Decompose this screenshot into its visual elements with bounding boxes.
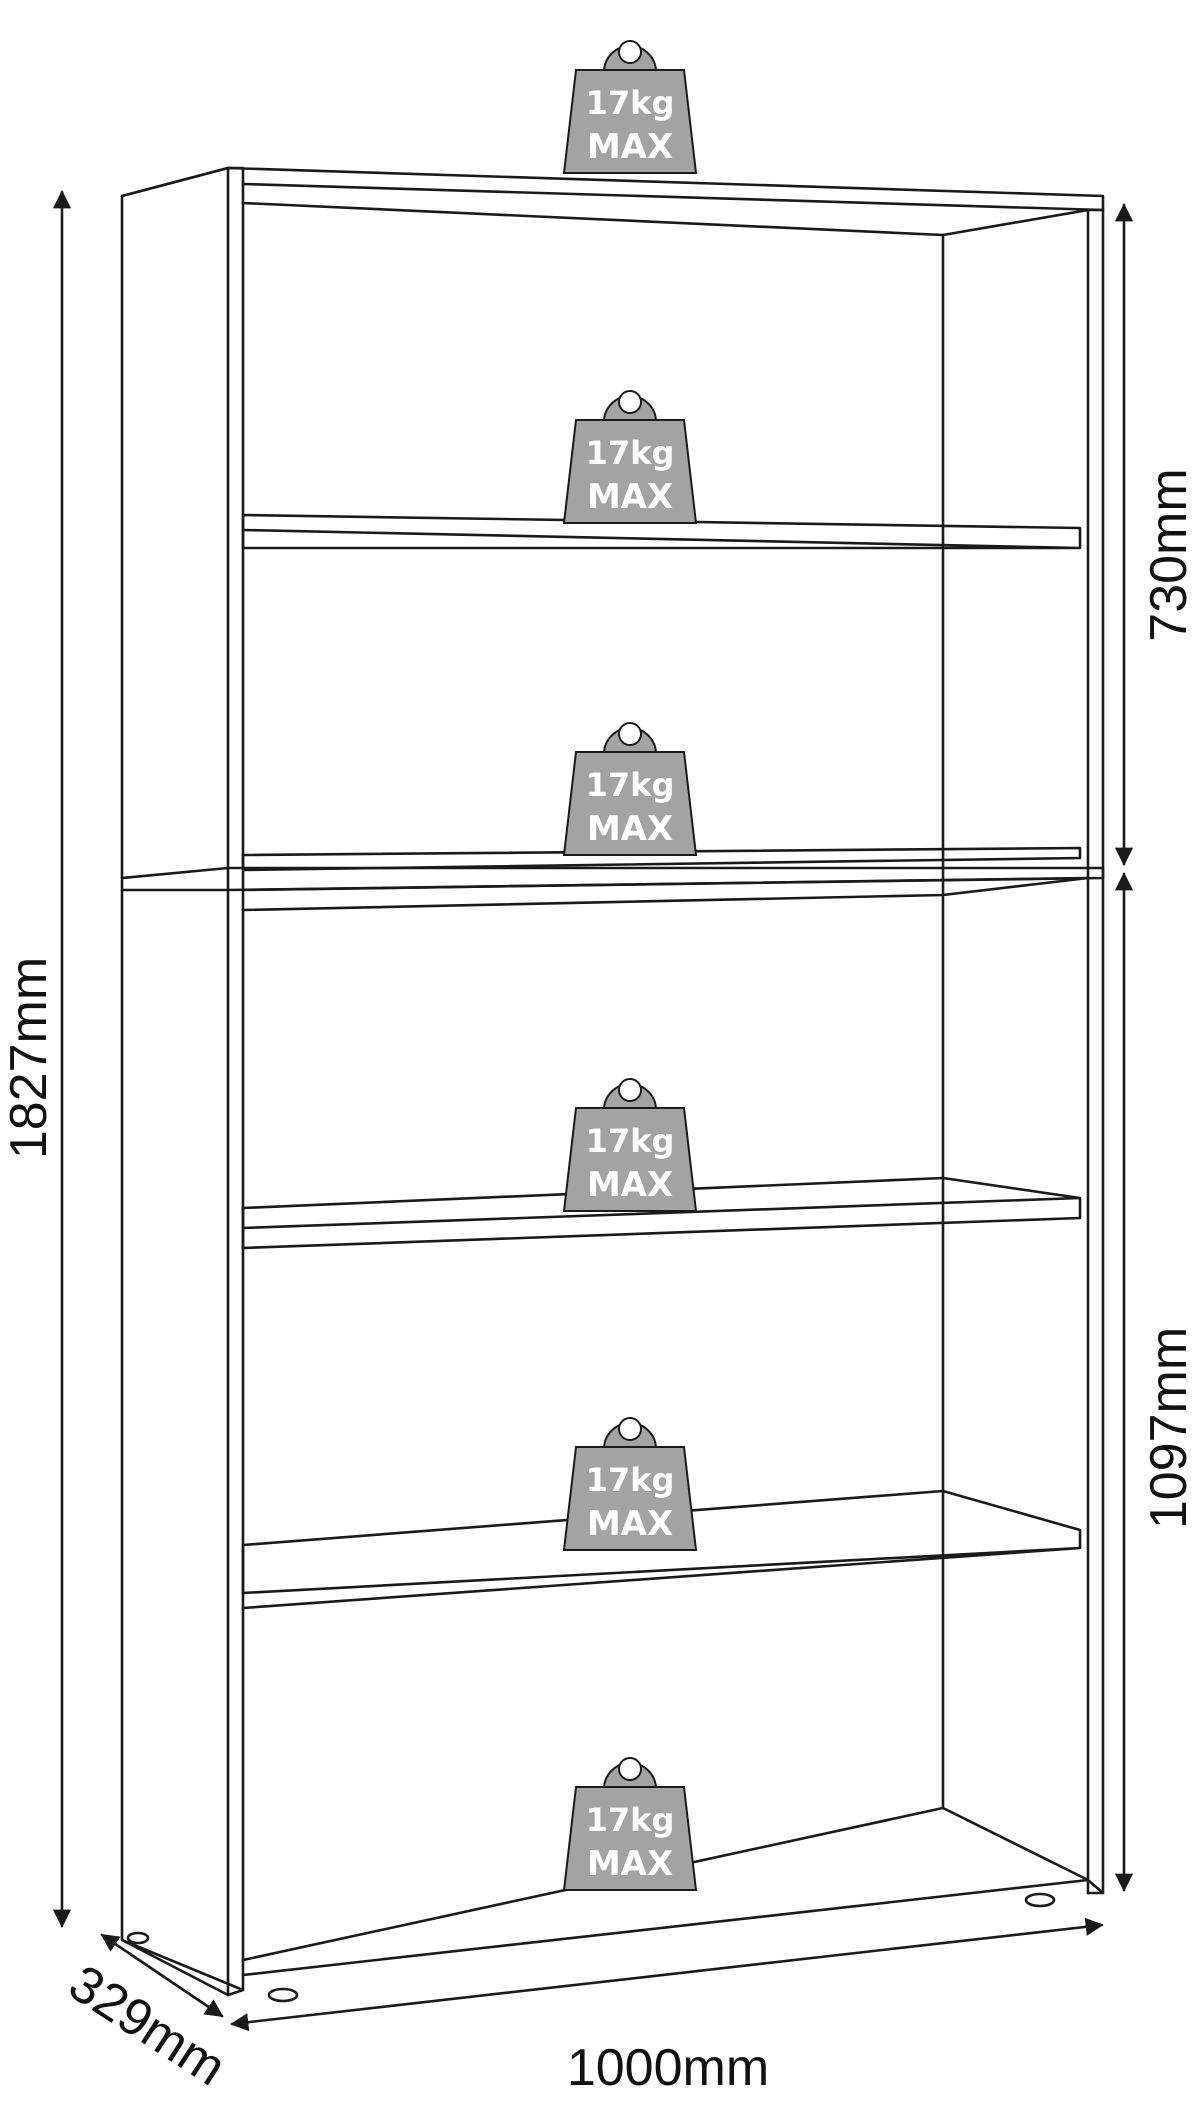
weight-limit-label: MAX (587, 809, 673, 849)
shelf-3 (241, 1176, 1082, 1250)
width-line (230, 1917, 1104, 2032)
shelf-2 (241, 846, 1082, 872)
shelves (241, 513, 1082, 1610)
weight-limit-label: MAX (587, 1165, 673, 1205)
upper-height-label: 730mm (1140, 468, 1198, 641)
weight-load-label: 17kg (586, 434, 675, 472)
lower-height-label: 1097mm (1140, 1327, 1198, 1529)
weight-limit-label: MAX (587, 1504, 673, 1544)
shelf-4 (241, 1489, 1082, 1610)
weight-load-label: 17kg (586, 84, 675, 122)
width-label: 1000mm (567, 2039, 769, 2097)
weight-load-label: 17kg (586, 1461, 675, 1499)
weight-limit-label: MAX (587, 1844, 673, 1884)
dimension-lines (52, 190, 1134, 2032)
weight-limit-label: MAX (587, 127, 673, 167)
total-height-label: 1827mm (0, 957, 58, 1159)
depth-line (100, 1933, 224, 2018)
weight-load-label: 17kg (586, 766, 675, 804)
weight-limit-label: MAX (587, 477, 673, 517)
weight-icons-layer: 17kgMAX17kgMAX17kgMAX17kgMAX17kgMAX17kgM… (562, 40, 698, 1891)
shelf-1 (241, 513, 1082, 550)
weight-load-label: 17kg (586, 1122, 675, 1160)
weight-load-label: 17kg (586, 1801, 675, 1839)
